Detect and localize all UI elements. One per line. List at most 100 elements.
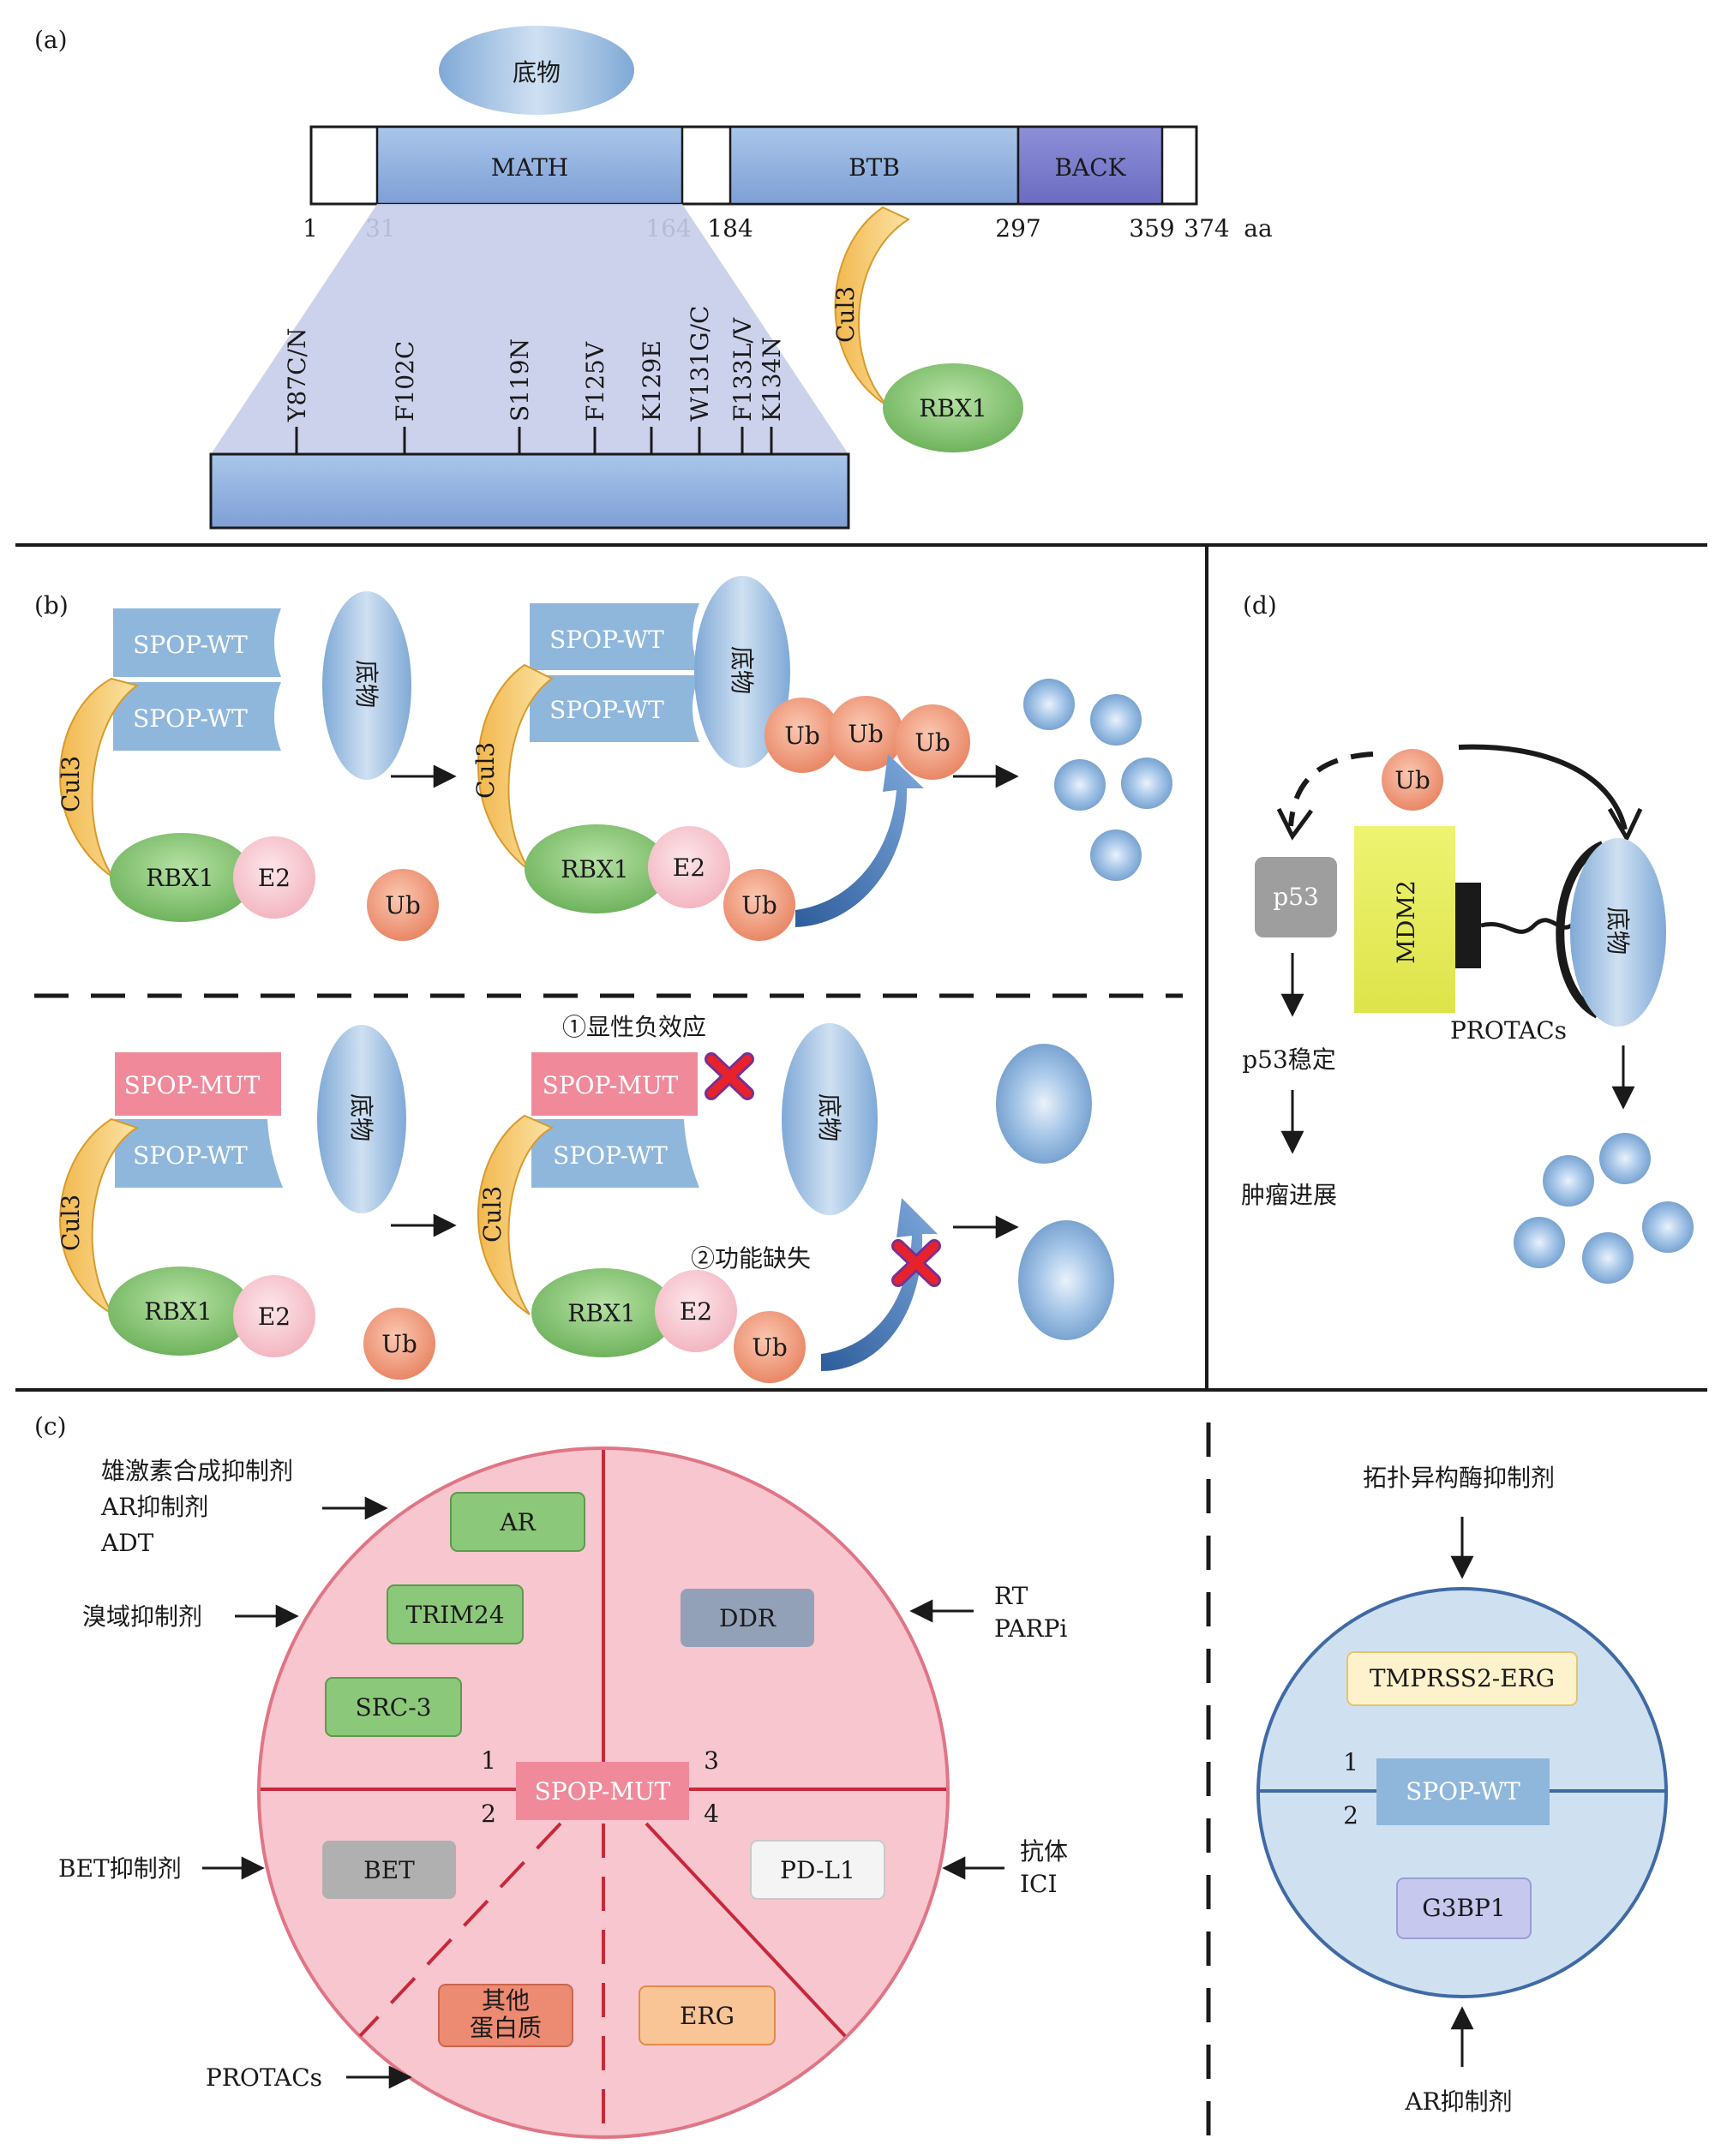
spop-wt-b3-label: SPOP-WT (133, 1141, 248, 1170)
quadrant-3: 3 (704, 1746, 719, 1775)
substrate-d-label: 底物 (1604, 907, 1632, 955)
degradation-products-top (1023, 679, 1172, 881)
ub-transfer-arrow-blocked (821, 1198, 938, 1371)
dominant-negative-label: ①显性负效应 (562, 1013, 706, 1041)
spop-wt-top-1-label: SPOP-WT (133, 631, 248, 659)
quadrant-wt-2: 2 (1343, 1801, 1358, 1830)
ar-label: AR (499, 1508, 536, 1536)
ub-chain-3 (895, 704, 970, 780)
rbx1-b1-label: RBX1 (146, 864, 213, 892)
mdm2-box (1354, 826, 1455, 1013)
panel-c-right: 拓扑异构酶抑制剂 TMPRSS2-ERG SPOP-WT 1 2 G3BP1 A… (1256, 1464, 1668, 2116)
ub-d (1382, 749, 1443, 811)
protac-binder-right (1556, 841, 1605, 1019)
panel-c-label: (c) (34, 1412, 67, 1440)
ub-b4-label: Ub (752, 1333, 788, 1362)
pos-1: 1 (303, 214, 318, 243)
pdl1-box (750, 1840, 885, 1900)
ub-d-label: Ub (1394, 766, 1430, 794)
cul3-b1-label: Cul3 (57, 756, 85, 812)
substrate-d (1570, 838, 1666, 1027)
rbx1-b4-label: RBX1 (567, 1299, 635, 1327)
loss-of-function-label: ②功能缺失 (691, 1244, 811, 1273)
ar-box (450, 1492, 585, 1552)
substrate-b4 (782, 1023, 878, 1215)
ub-chain-2-label: Ub (848, 720, 884, 748)
tmprss2-erg-box (1346, 1651, 1578, 1706)
spop-wt-mid-2 (530, 675, 699, 742)
mut-w131: W131G/C (686, 306, 714, 422)
spop-wt-b4 (531, 1119, 699, 1188)
rbx1-b2-label: RBX1 (561, 855, 628, 883)
spop-mut-b4 (531, 1052, 698, 1116)
drug-ar-inh: AR抑制剂 (100, 1493, 208, 1521)
pos-184: 184 (707, 214, 753, 243)
drug-protacs: PROTACs (206, 2063, 322, 2092)
rbx1-b3 (108, 1267, 252, 1356)
drug-androgen-synth: 雄激素合成抑制剂 (101, 1457, 293, 1485)
ub-transfer-arrow (795, 754, 924, 927)
cul3-b4 (477, 1114, 555, 1315)
cul3-label: Cul3 (831, 286, 860, 343)
drug-bromodomain: 溴域抑制剂 (82, 1602, 202, 1631)
spop-mut-b3-label: SPOP-MUT (124, 1071, 261, 1099)
erg-label: ERG (680, 2002, 735, 2030)
ddr-box (681, 1589, 814, 1647)
center-spop-wt-label: SPOP-WT (1406, 1777, 1520, 1806)
blocked-cross-2 (891, 1239, 941, 1287)
substrate-b2 (694, 576, 790, 768)
mut-f102: F102C (391, 341, 419, 422)
btb-label: BTB (849, 153, 900, 182)
panel-b-label: (b) (34, 591, 69, 620)
dashed-arrow-to-p53 (1288, 752, 1374, 827)
mdm2-label: MDM2 (1392, 880, 1420, 964)
degradation-products-d (1514, 1133, 1694, 1284)
panel-c: (c) SPOP-MUT 1 2 3 4 AR TRIM24 SRC-3 DDR… (34, 1412, 1068, 2139)
intact-substrate-1 (996, 1044, 1092, 1164)
pos-unit: aa (1244, 214, 1272, 243)
spop-mut-b4-label: SPOP-MUT (543, 1071, 679, 1099)
substrate-b1-label: 底物 (352, 660, 381, 708)
quadrant-2: 2 (481, 1800, 496, 1828)
rbx1-oval (883, 363, 1023, 452)
drug-rt: RT (994, 1582, 1028, 1610)
ub-chain-1 (765, 698, 840, 773)
panel-a-label: (a) (34, 26, 68, 54)
p53-box (1255, 857, 1337, 937)
pos-297: 297 (995, 214, 1040, 243)
cul3-b3-label: Cul3 (57, 1195, 85, 1251)
rbx1-label: RBX1 (919, 394, 986, 422)
spop-wt-mid-2-label: SPOP-WT (549, 696, 664, 724)
p53-label: p53 (1273, 883, 1319, 911)
rbx1-b1 (110, 833, 254, 922)
drug-topoisomerase: 拓扑异构酶抑制剂 (1363, 1464, 1555, 1492)
bet-box (322, 1841, 456, 1899)
math-domain (375, 125, 684, 206)
e2-b3-label: E2 (258, 1303, 291, 1331)
other-proteins-box (438, 1984, 573, 2047)
rbx1-b3-label: RBX1 (144, 1297, 212, 1326)
substrate-b3-label: 底物 (347, 1093, 375, 1141)
mutation-ticks (295, 427, 773, 454)
intact-substrate-2 (1018, 1220, 1114, 1340)
mut-f133: F133L/V (729, 317, 757, 422)
panel-d-label: (d) (1243, 591, 1277, 620)
spop-wt-b3 (115, 1119, 283, 1188)
e2-b2-label: E2 (673, 853, 705, 882)
protacs-d-label: PROTACs (1450, 1016, 1567, 1045)
drug-parpi: PARPi (994, 1614, 1067, 1643)
spop-wt-mid-1 (530, 603, 699, 670)
rbx1-b2 (525, 824, 669, 913)
btb-domain (729, 125, 1020, 206)
substrate-b4-label: 底物 (815, 1093, 843, 1141)
divider-diagonal-right (645, 1822, 847, 2038)
blocked-cross-1 (705, 1052, 754, 1100)
substrate-label: 底物 (513, 58, 561, 87)
e2-b3 (233, 1275, 315, 1357)
e2-b2 (648, 826, 730, 908)
p53-stable-label: p53稳定 (1242, 1045, 1336, 1074)
ub-b2 (723, 869, 795, 941)
rbx1-b4 (531, 1268, 675, 1357)
quadrant-wt-1: 1 (1343, 1748, 1358, 1776)
substrate-oval (439, 26, 634, 115)
